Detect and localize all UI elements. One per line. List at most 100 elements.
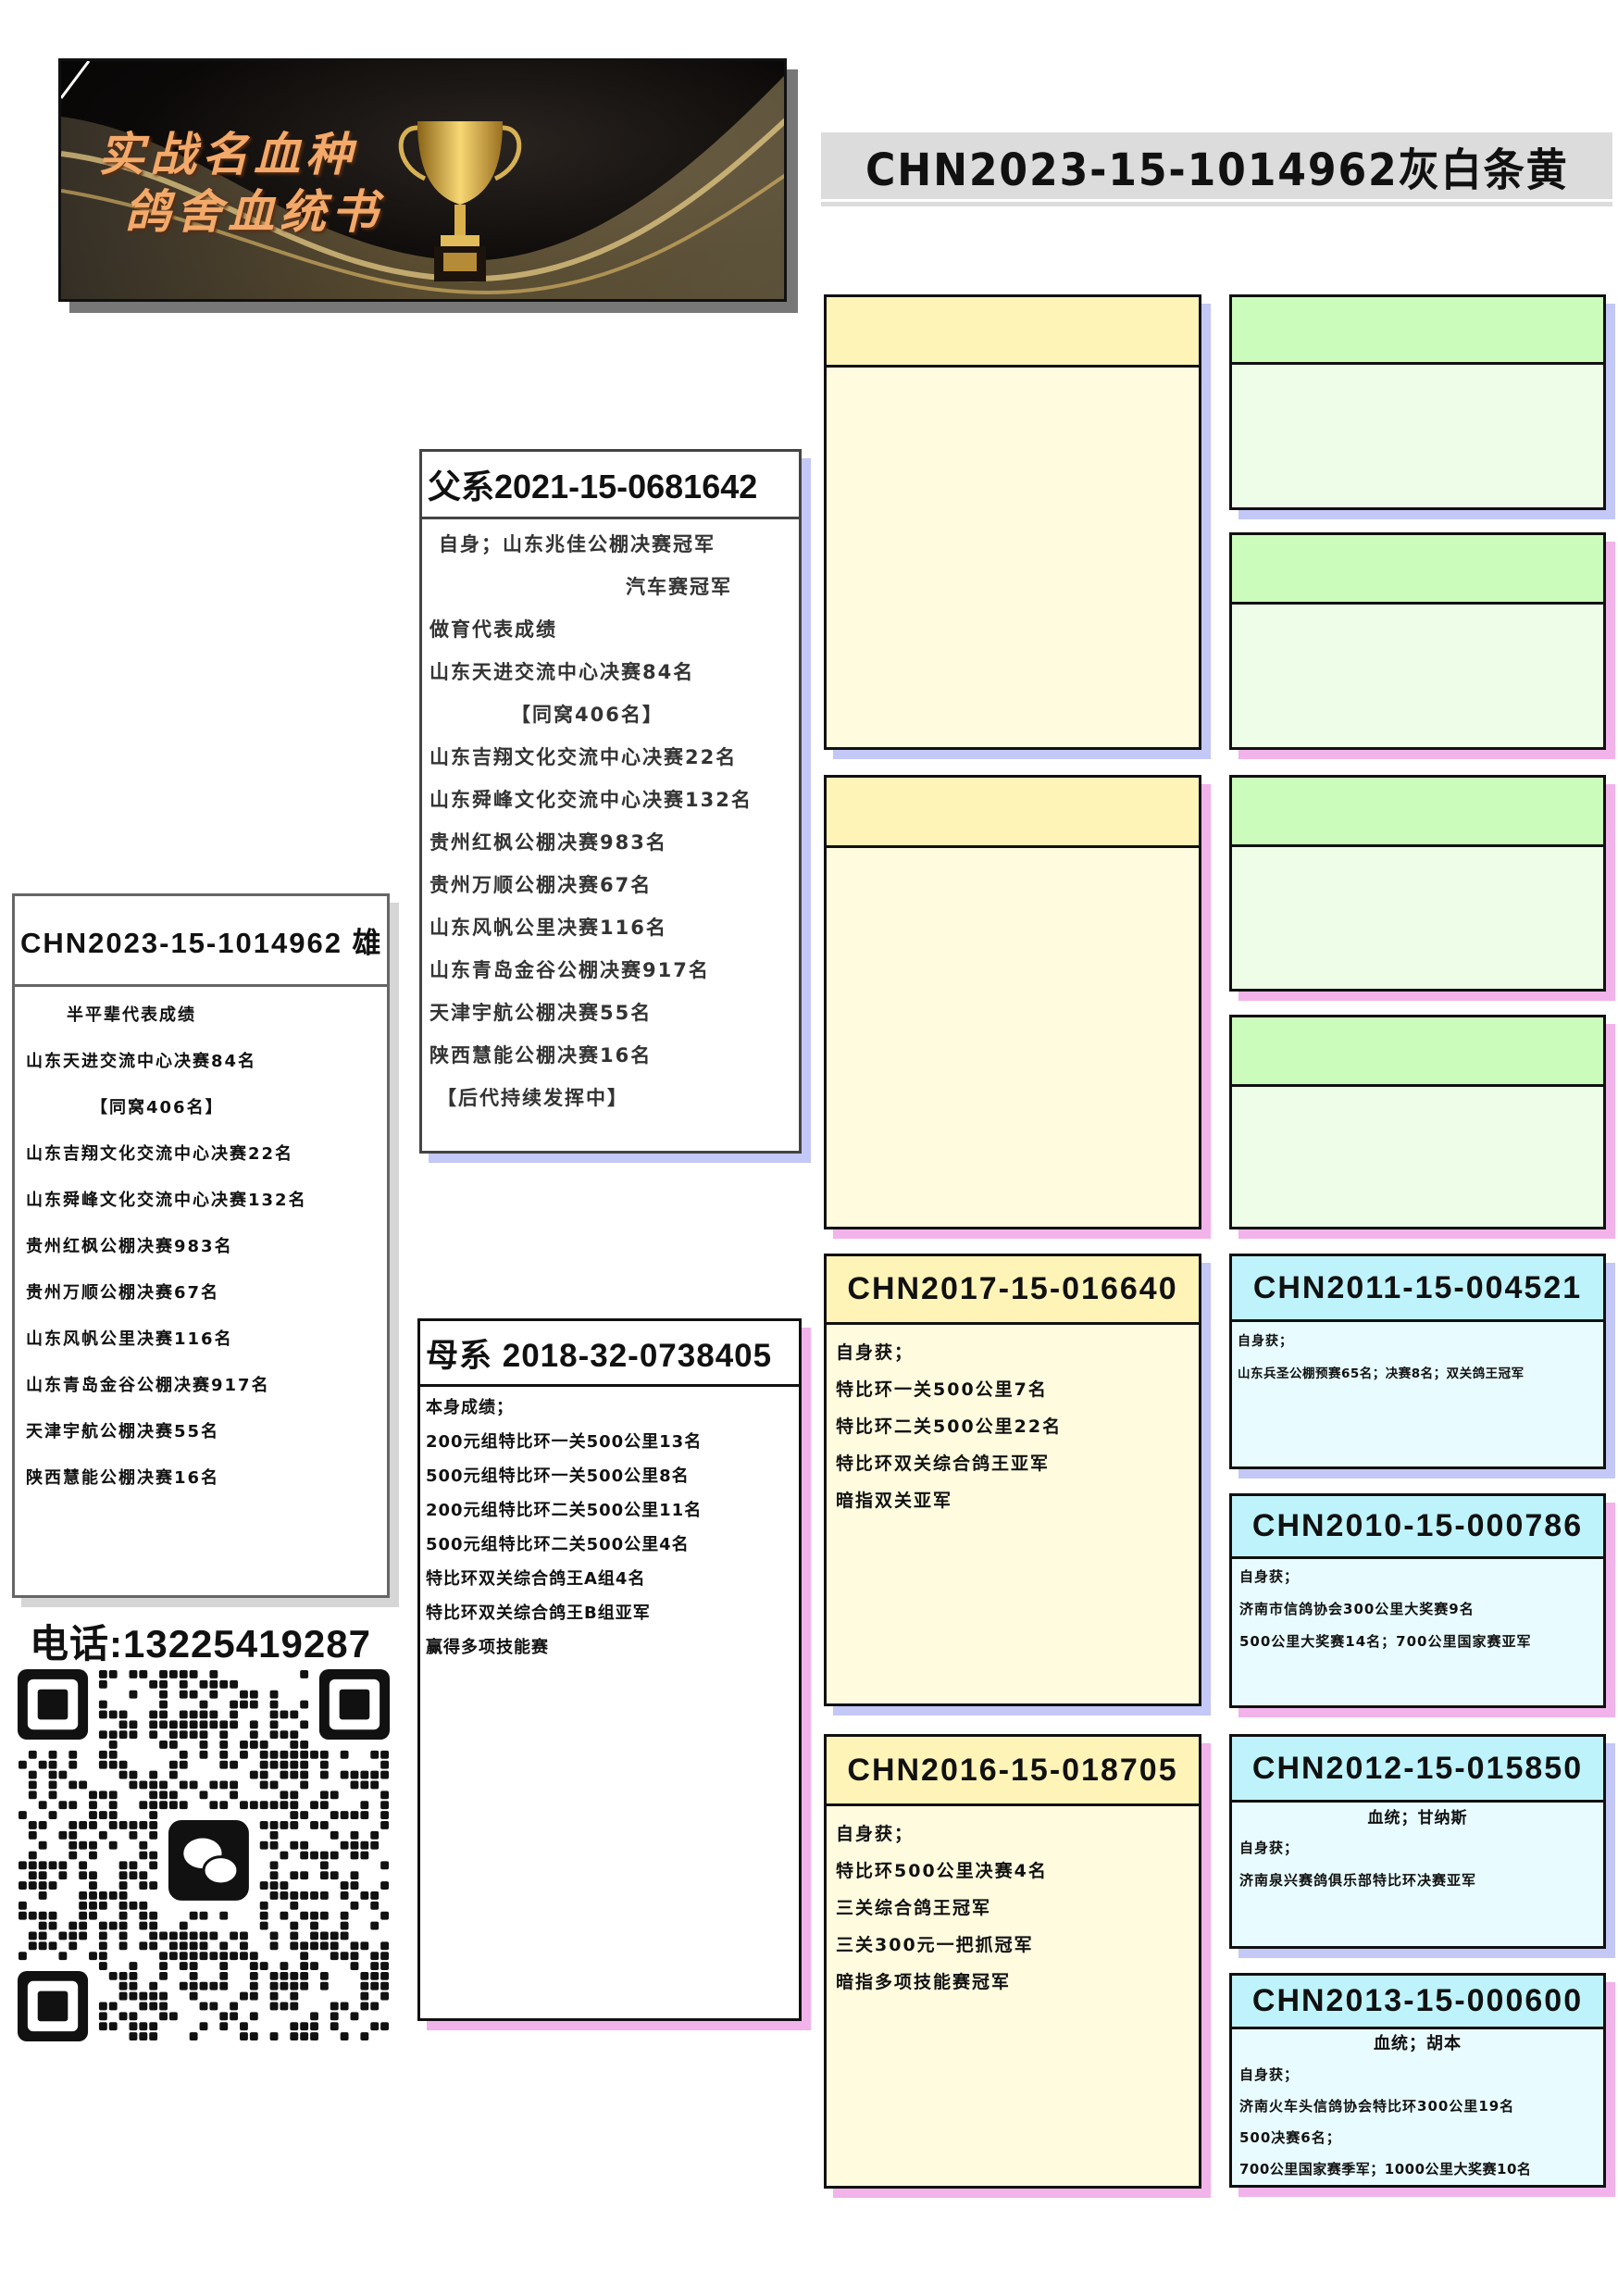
qr-module — [290, 1871, 299, 1880]
gg4-line: 自身获； — [1239, 2066, 1300, 2083]
qr-module — [300, 1760, 309, 1769]
qr-module — [98, 2002, 107, 2011]
qr-module — [98, 1891, 107, 1900]
qr-module — [249, 2032, 258, 2040]
qr-module — [118, 1760, 128, 1769]
qr-module — [189, 1941, 198, 1951]
qr-module — [129, 1861, 138, 1870]
qr-module — [98, 1750, 107, 1759]
qr-module — [330, 1941, 339, 1951]
qr-module — [319, 1801, 329, 1810]
qr-module — [370, 1891, 380, 1900]
qr-module — [58, 1931, 68, 1940]
qr-module — [38, 1871, 47, 1880]
qr-module — [350, 1770, 359, 1779]
qr-module — [108, 1730, 118, 1740]
qr-module — [280, 1981, 289, 1990]
qr-module — [230, 1931, 239, 1940]
dam-card: 母系 2018-32-0738405 本身成绩； 200元组特比环一关500公里… — [417, 1318, 802, 2021]
subject-line: 山东吉翔文化交流中心决赛22名 — [26, 1144, 294, 1164]
wechat-qr-code[interactable] — [18, 1669, 390, 2041]
qr-module — [340, 1911, 349, 1920]
qr-module — [370, 1981, 380, 1990]
qr-module — [340, 1770, 349, 1779]
qr-module — [370, 1780, 380, 1790]
qr-module — [319, 1931, 329, 1940]
qr-module — [280, 1770, 289, 1779]
qr-module — [259, 1750, 268, 1759]
qr-module — [300, 1780, 309, 1790]
qr-module — [89, 1901, 97, 1910]
qr-module — [68, 1931, 78, 1940]
qr-module — [269, 1720, 279, 1729]
qr-module — [129, 1971, 138, 1980]
qr-module — [269, 1931, 279, 1940]
qr-module — [108, 2002, 118, 2011]
qr-module — [370, 2022, 380, 2031]
trophy-icon — [398, 121, 522, 281]
qr-module — [199, 1750, 208, 1759]
qr-module — [219, 2022, 229, 2031]
qr-module — [380, 1981, 389, 1990]
qr-module — [230, 1710, 239, 1719]
qr-module — [249, 1730, 258, 1740]
qr-module — [330, 1830, 339, 1840]
qr-module — [209, 1931, 218, 1940]
qr-module — [360, 1891, 369, 1900]
qr-module — [19, 1760, 27, 1769]
qr-module — [380, 1991, 389, 2001]
qr-module — [28, 1820, 37, 1829]
qr-module — [360, 1941, 369, 1951]
qr-module — [209, 1981, 218, 1990]
qr-module — [199, 1741, 208, 1749]
qr-module — [360, 1851, 369, 1860]
qr-module — [98, 1901, 107, 1910]
qr-module — [189, 1670, 198, 1678]
qr-module — [149, 1679, 158, 1689]
qr-module — [48, 1881, 57, 1890]
sire-line: 山东风帆公里决赛116名 — [429, 917, 667, 939]
qr-module — [380, 1962, 389, 1970]
qr-module — [310, 1911, 318, 1920]
qr-module — [48, 1750, 57, 1759]
qr-module — [330, 2012, 339, 2021]
qr-module — [240, 1931, 248, 1940]
qr-module — [319, 1861, 329, 1870]
qr-finder-pattern — [339, 1689, 370, 1720]
sire-line: 汽车赛冠军 — [626, 576, 732, 598]
qr-module — [209, 2002, 218, 2011]
qr-module — [330, 2002, 339, 2011]
qr-module — [79, 1861, 88, 1870]
qr-module — [249, 1690, 258, 1699]
qr-module — [48, 1861, 57, 1870]
qr-module — [230, 2012, 239, 2021]
qr-module — [230, 1780, 239, 1790]
qr-module — [249, 1991, 258, 2001]
qr-module — [310, 1891, 318, 1900]
qr-module — [199, 1791, 208, 1800]
qr-module — [209, 1679, 218, 1689]
qr-module — [280, 1881, 289, 1890]
qr-module — [249, 1971, 258, 1980]
phone-number: 电话:13225419287 — [30, 1622, 371, 1666]
qr-module — [189, 1690, 198, 1699]
qr-module — [310, 1820, 318, 1829]
dam-line: 500元组特比环一关500公里8名 — [426, 1466, 690, 1486]
qr-module — [179, 1921, 188, 1930]
great-grandparent-card-1: CHN2011-15-004521 自身获； 山东兵圣公棚预赛65名；决赛8名；… — [1229, 1254, 1606, 1469]
qr-module — [240, 2032, 248, 2040]
qr-module — [179, 1679, 188, 1689]
qr-module — [38, 1931, 47, 1940]
qr-module — [28, 1881, 37, 1890]
qr-module — [189, 1981, 198, 1990]
qr-module — [360, 1811, 369, 1819]
qr-module — [249, 1741, 258, 1749]
qr-module — [149, 1881, 158, 1890]
qr-module — [300, 1700, 309, 1709]
qr-module — [240, 1750, 248, 1759]
qr-module — [280, 1710, 289, 1719]
qr-module — [179, 1720, 188, 1729]
grand-sire-line: 暗指双关亚军 — [836, 1491, 953, 1511]
qr-module — [360, 1981, 369, 1990]
grand-sire-line: 自身获； — [836, 1342, 915, 1363]
